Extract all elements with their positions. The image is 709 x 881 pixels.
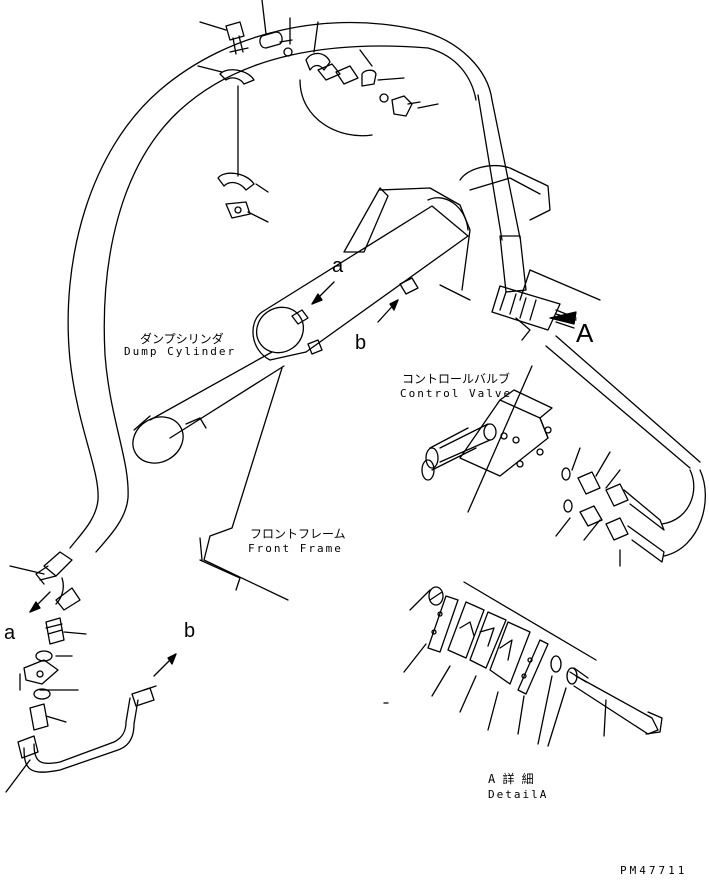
dump-cylinder bbox=[132, 187, 469, 464]
detail-a-label-jp: A 詳 細 bbox=[488, 772, 534, 786]
dump-cylinder-label-jp: ダンプシリンダ bbox=[140, 332, 224, 346]
dump-cylinder-label-en: Dump Cylinder bbox=[124, 345, 237, 358]
detail-a bbox=[383, 581, 663, 747]
front-frame-label-jp: フロントフレーム bbox=[250, 527, 346, 541]
ref-b-lower: b bbox=[184, 620, 196, 642]
front-frame-label-en: Front Frame bbox=[248, 542, 343, 555]
ref-a-upper: a bbox=[332, 255, 344, 277]
upper-ref-arrows bbox=[311, 281, 399, 323]
lower-fittings bbox=[5, 551, 177, 793]
clamp-cluster bbox=[197, 0, 439, 223]
view-a-label: A bbox=[576, 318, 594, 348]
control-valve bbox=[421, 335, 706, 567]
ref-b-upper: b bbox=[355, 332, 367, 354]
detail-a-label-en: DetailA bbox=[488, 788, 549, 801]
drawing-code: PM47711 bbox=[620, 864, 688, 877]
control-valve-label-jp: コントロールバルブ bbox=[402, 372, 511, 386]
main-hose bbox=[67, 21, 527, 553]
view-a-arrow bbox=[549, 309, 577, 329]
control-valve-label-en: Control Valve bbox=[400, 387, 513, 400]
front-frame bbox=[199, 165, 601, 601]
ref-a-lower: a bbox=[4, 622, 16, 644]
